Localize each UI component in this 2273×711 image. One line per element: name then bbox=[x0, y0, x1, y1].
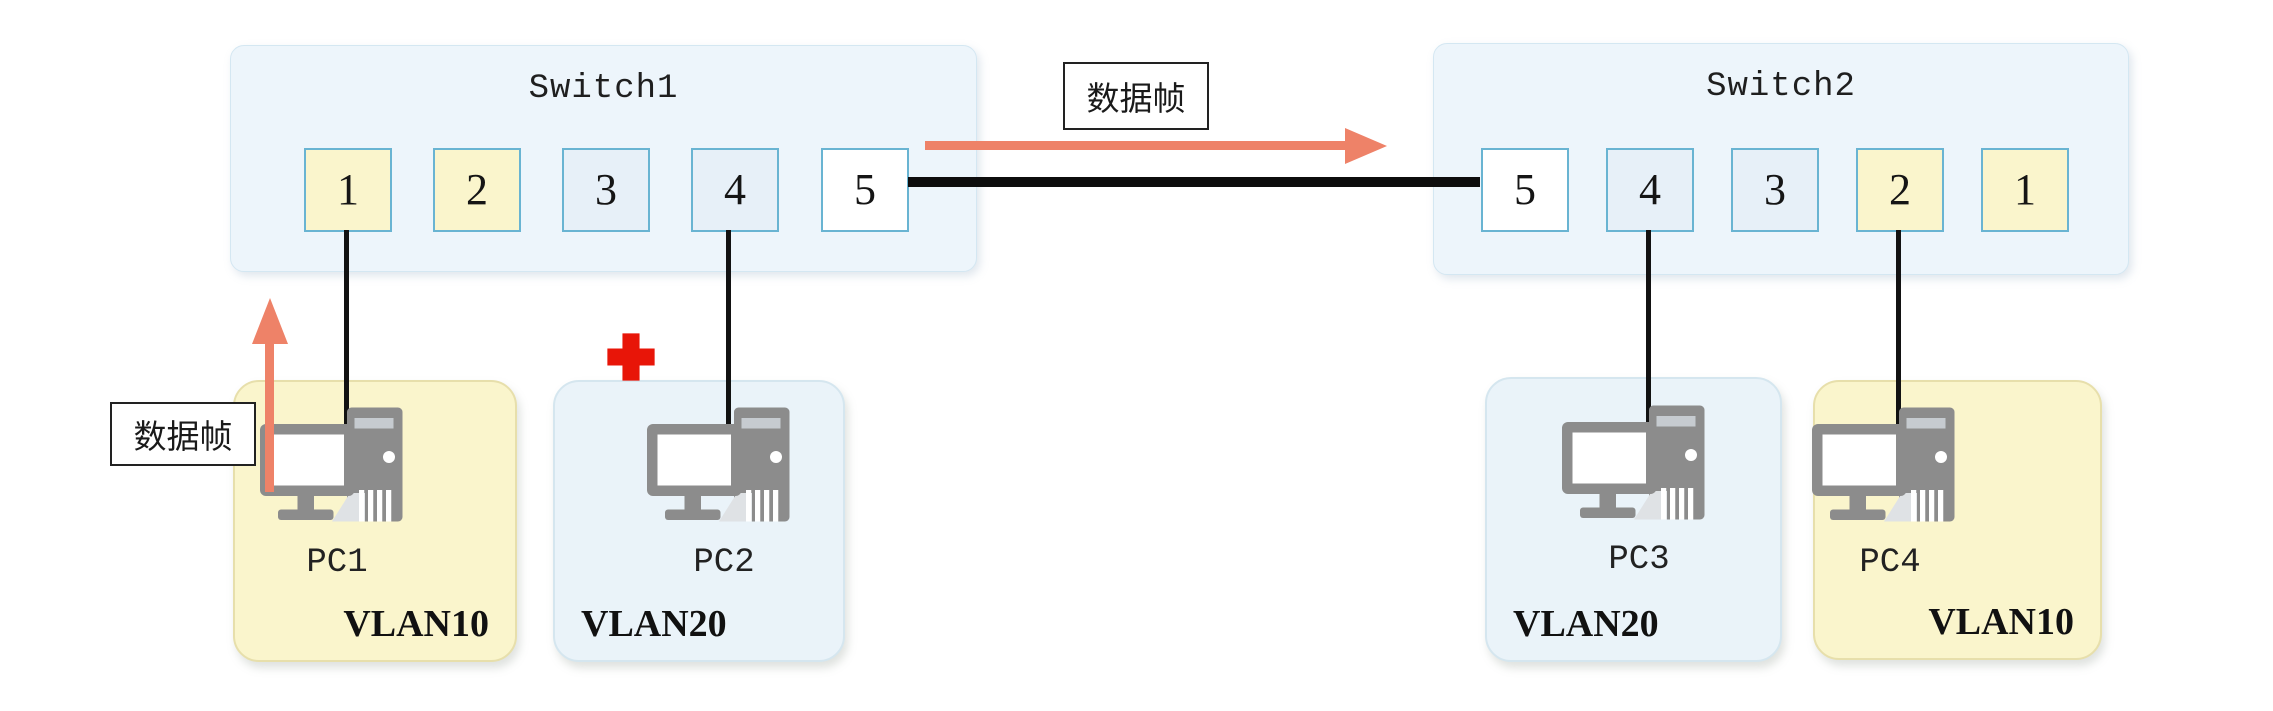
arrow-head bbox=[1345, 128, 1387, 164]
pc4-desktop-computer-icon bbox=[1812, 400, 1962, 532]
blocked-cross-icon bbox=[607, 333, 655, 381]
pc3-vlan-label: VLAN20 bbox=[1513, 603, 1659, 645]
pc3-desktop-computer-icon bbox=[1562, 398, 1712, 530]
link-switch2port4-pc3 bbox=[1646, 230, 1651, 436]
switch1-title: Switch1 bbox=[528, 70, 679, 108]
arrow-shaft bbox=[925, 141, 1345, 150]
pc2-vlan-label: VLAN20 bbox=[581, 603, 727, 645]
pc4-vlan-label: VLAN10 bbox=[1928, 601, 2074, 643]
trunk-link-line bbox=[908, 177, 1480, 187]
switch1-port-5: 5 bbox=[821, 148, 909, 232]
pc2-label: PC2 bbox=[693, 544, 755, 582]
link-switch1port4-pc2 bbox=[726, 230, 731, 436]
switch1-box: Switch1 1 2 3 4 5 bbox=[230, 45, 977, 272]
pc1-desktop-computer-icon bbox=[260, 400, 410, 532]
frame-label-left: 数据帧 bbox=[110, 402, 256, 466]
switch2-port-2: 2 bbox=[1856, 148, 1944, 232]
switch2-port-3: 3 bbox=[1731, 148, 1819, 232]
switch2-port-1: 1 bbox=[1981, 148, 2069, 232]
frame-label-top: 数据帧 bbox=[1063, 62, 1209, 130]
arrow-head bbox=[252, 298, 288, 344]
pc1-label: PC1 bbox=[306, 544, 368, 582]
pc3-label: PC3 bbox=[1608, 541, 1670, 579]
switch1-port-2: 2 bbox=[433, 148, 521, 232]
pc4-label: PC4 bbox=[1859, 544, 1921, 582]
switch1-port-3: 3 bbox=[562, 148, 650, 232]
switch2-port-4: 4 bbox=[1606, 148, 1694, 232]
pc2-desktop-computer-icon bbox=[647, 400, 797, 532]
switch2-port-5: 5 bbox=[1481, 148, 1569, 232]
switch2-title: Switch2 bbox=[1706, 68, 1856, 106]
link-switch1port1-pc1 bbox=[344, 230, 349, 436]
pc1-vlan-label: VLAN10 bbox=[343, 603, 489, 645]
link-switch2port2-pc4 bbox=[1896, 230, 1901, 436]
switch1-port-1: 1 bbox=[304, 148, 392, 232]
switch2-box: Switch2 5 4 3 2 1 bbox=[1433, 43, 2129, 275]
switch1-port-4: 4 bbox=[691, 148, 779, 232]
arrow-shaft bbox=[265, 342, 274, 492]
